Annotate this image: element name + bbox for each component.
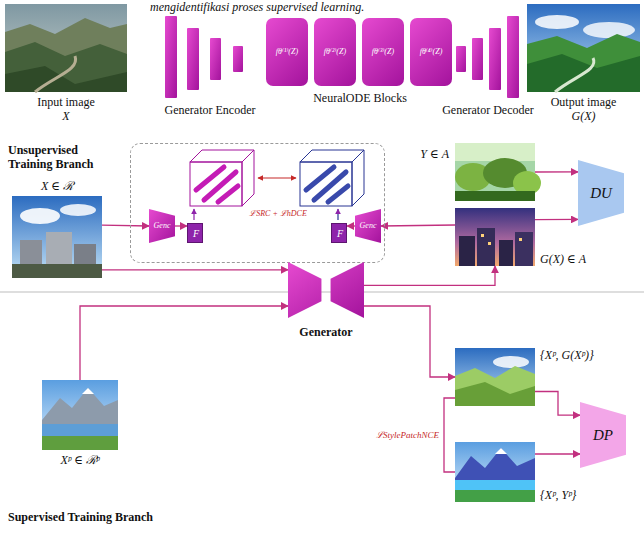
image-panel: X ∈ ℛ <box>12 196 102 278</box>
image-panel: {Xᵖ, G(Xᵖ)} <box>455 348 535 406</box>
feature-box: F <box>187 223 203 243</box>
encoder-block: Generator Encoder <box>160 14 260 100</box>
shape-fill <box>149 209 175 243</box>
connector <box>535 219 578 221</box>
shape-fill <box>355 209 381 243</box>
input-image: Input imageX <box>5 4 127 92</box>
connector <box>175 225 187 226</box>
ode-block: fθ⁽¹⁾(Z) <box>266 18 308 86</box>
connector <box>364 306 455 377</box>
node-label: F <box>193 228 199 240</box>
image-panel: G(X) ∈ A <box>455 208 535 266</box>
node-label: {Xᵖ, G(Xᵖ)} <box>540 348 594 362</box>
node-label: G(X) <box>572 109 596 123</box>
connector <box>381 225 455 226</box>
section-label: mengidentifikasi proses supervised learn… <box>150 0 364 14</box>
ode-block: fθ⁽⁴⁾(Z) <box>410 18 452 86</box>
image-panel: Y ∈ A <box>455 143 535 201</box>
node-label: F <box>337 228 343 240</box>
node-label: Genc <box>154 221 171 231</box>
node-label: fθ⁽³⁾(Z) <box>372 47 394 57</box>
connector <box>364 266 495 285</box>
generator: Generator <box>288 262 364 340</box>
section-label: Unsupervised Training Branch <box>8 143 118 171</box>
shape-fill <box>578 160 624 226</box>
node-label: Genc <box>360 221 377 231</box>
node-label: X ∈ ℛ <box>41 179 73 193</box>
connector <box>535 453 580 454</box>
node-label: Generator <box>299 325 352 339</box>
connector <box>535 392 580 416</box>
node-label: X <box>62 109 69 123</box>
node-label: {Xᵖ, Yᵖ} <box>540 488 576 502</box>
discriminator: DP <box>580 402 626 468</box>
connector <box>444 398 455 472</box>
node-label: Y ∈ A <box>420 147 449 161</box>
output-image: Output imageG(X) <box>527 4 640 92</box>
connector <box>347 225 355 226</box>
node-label: NeuralODE Blocks <box>313 91 407 105</box>
ode-block: fθ⁽²⁾(Z) <box>314 18 356 86</box>
node-label: Generator Encoder <box>165 103 256 117</box>
node-label: DP <box>593 427 613 444</box>
node-label: Input image <box>37 95 95 109</box>
ode-block: fθ⁽³⁾(Z) <box>362 18 404 86</box>
connector <box>80 306 288 380</box>
connector <box>102 269 288 270</box>
section-label: Supervised Training Branch <box>8 510 153 524</box>
node-label: DU <box>590 185 612 202</box>
discriminator: DU <box>578 160 624 226</box>
shape-fill <box>288 262 364 318</box>
node-label: Output image <box>551 95 617 109</box>
image-panel: Xᵖ ∈ ℛᵖ <box>42 380 118 450</box>
connector <box>535 171 578 172</box>
feature-box: F <box>331 223 347 243</box>
encoder-symbol: Genc <box>149 209 175 243</box>
image-panel: {Xᵖ, Yᵖ} <box>455 442 535 502</box>
node-label: Xᵖ ∈ ℛᵖ <box>61 453 100 467</box>
node-label: fθ⁽⁴⁾(Z) <box>420 47 443 57</box>
encoder-symbol: Genc <box>355 209 381 243</box>
loss-label: ℒStylePatchNCE <box>375 430 440 441</box>
node-label: fθ⁽²⁾(Z) <box>324 47 346 57</box>
decoder-block: Generator Decoder <box>452 14 524 100</box>
ode-group: NeuralODE Blocksfθ⁽¹⁾(Z)fθ⁽²⁾(Z)fθ⁽³⁾(Z)… <box>262 16 458 88</box>
node-label: ℒSRC + ℒhDCE <box>248 209 308 219</box>
node-label: Generator Decoder <box>442 103 534 117</box>
loss-region: ℒSRC + ℒhDCE GencF F Genc <box>130 143 385 263</box>
connector <box>102 224 149 226</box>
shape-fill <box>580 402 626 468</box>
node-label: G(X) ∈ A <box>540 252 586 266</box>
node-label: fθ⁽¹⁾(Z) <box>276 47 298 57</box>
